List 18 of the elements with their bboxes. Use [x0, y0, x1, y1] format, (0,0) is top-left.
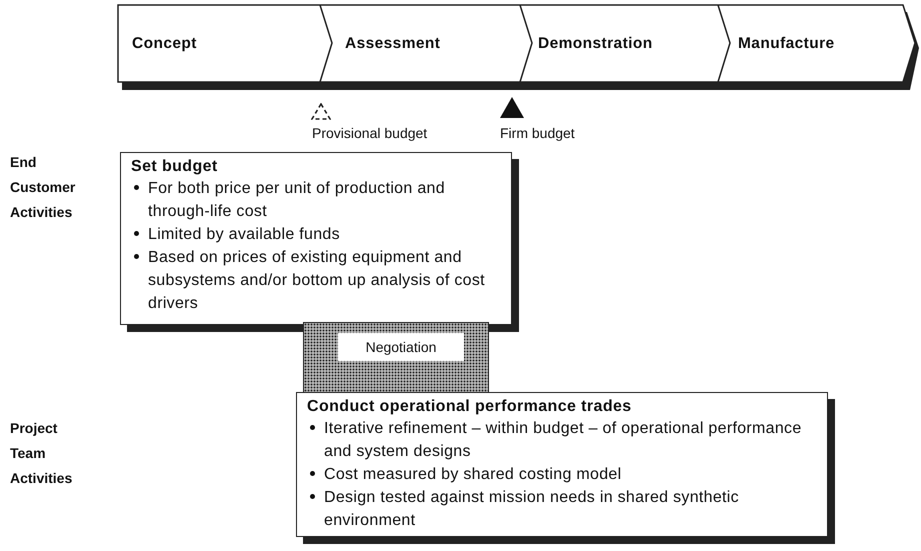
bullet-item: Based on prices of existing equipment and subsystems and/or bottom up analysis of cost drivers: [148, 248, 486, 314]
phase-label: Demonstration: [538, 5, 718, 82]
bullet-item: Design tested against mission needs in shared synthetic environment: [324, 488, 740, 531]
bullet-item: For both price per unit of production and through-life cost: [148, 179, 446, 222]
bullet-item: Limited by available funds: [148, 225, 340, 245]
phase-label: Assessment: [345, 5, 518, 82]
box-heading: Conduct operational performance trades: [307, 398, 633, 416]
negotiation-band: [303, 322, 489, 394]
box-heading: Set budget: [131, 158, 219, 176]
row-label: Project Team Activities: [10, 419, 74, 488]
negotiation-label: Negotiation: [338, 333, 464, 361]
row-label: End Customer Activities: [10, 153, 76, 222]
bullet-item: Iterative refinement – within budget – of operational performance and system designs: [324, 419, 803, 462]
bullet-item: Cost measured by shared costing model: [324, 465, 622, 485]
milestone-label: Provisional budget: [312, 125, 428, 141]
milestone-label: Firm budget: [500, 125, 575, 141]
phase-label: Concept: [132, 5, 325, 82]
phase-label: Manufacture: [738, 5, 880, 82]
